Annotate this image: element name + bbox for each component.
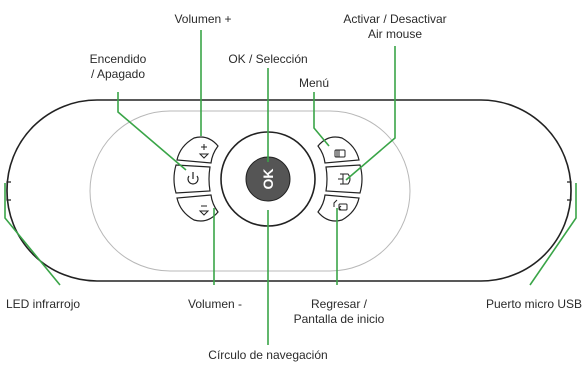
menu-icon — [334, 149, 346, 158]
label-encendido: Encendido / Apagado — [89, 52, 147, 81]
label-volumen-mas: Volumen + — [174, 12, 232, 26]
label-volumen-menos: Volumen - — [187, 297, 243, 311]
air-mouse-button[interactable] — [325, 164, 363, 194]
led-edge — [6, 181, 11, 201]
label-circulo: Círculo de navegación — [208, 348, 328, 362]
volume-down-button[interactable] — [176, 194, 219, 222]
label-air-mouse: Activar / Desactivar Air mouse — [343, 12, 447, 41]
volume-up-icon — [198, 144, 210, 159]
usb-port-edge — [567, 181, 572, 201]
volume-up-button[interactable] — [176, 136, 219, 164]
label-ok-seleccion: OK / Selección — [228, 52, 308, 66]
remote-inner-panel — [89, 110, 411, 272]
callout-led — [4, 183, 61, 286]
callout-air-mouse — [345, 46, 396, 181]
back-home-icon — [333, 199, 348, 211]
label-led: LED infrarrojo — [6, 297, 81, 311]
ok-label: OK — [260, 169, 276, 190]
callout-usb — [529, 183, 577, 286]
volume-down-icon — [198, 205, 210, 216]
power-icon — [187, 172, 199, 185]
label-regresar: Regresar / Pantalla de inicio — [293, 297, 385, 326]
label-usb: Puerto micro USB — [485, 297, 582, 311]
air-mouse-icon — [338, 173, 351, 185]
callout-lines — [4, 30, 577, 345]
power-button[interactable] — [173, 164, 211, 194]
callout-menu — [313, 92, 330, 147]
callout-encendido — [117, 92, 187, 171]
label-menu: Menú — [298, 76, 330, 90]
